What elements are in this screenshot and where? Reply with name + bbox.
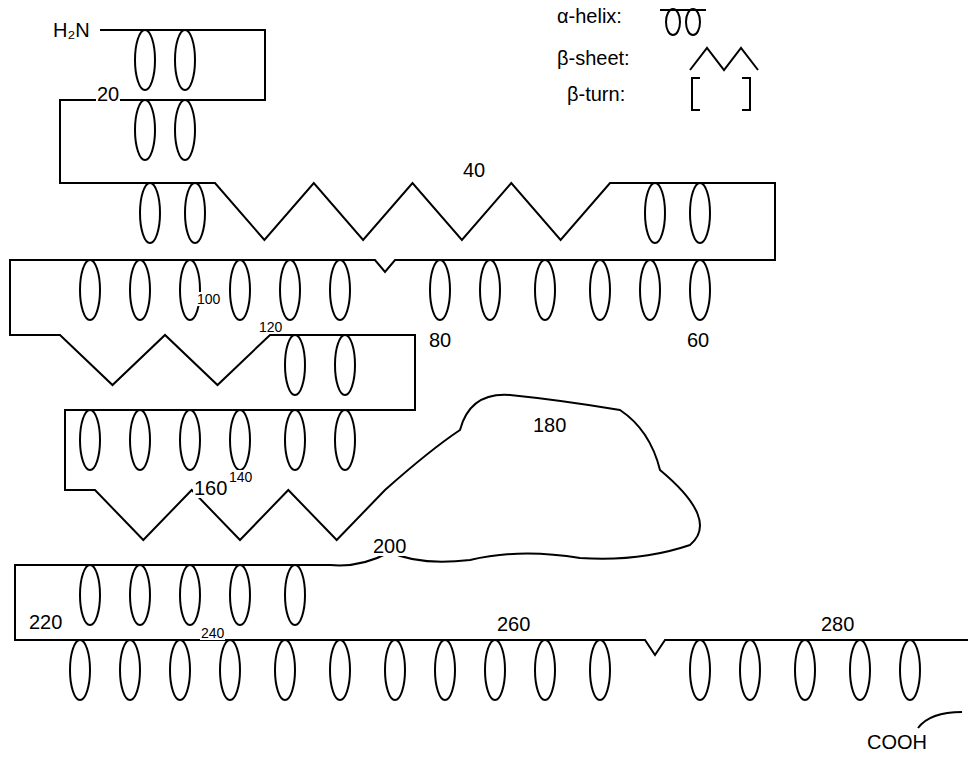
legend-entry: β-turn:	[566, 84, 626, 104]
helix-loop	[590, 260, 610, 320]
residue-number: 280	[820, 614, 855, 634]
helix-loop	[330, 640, 350, 700]
helix-loop	[690, 640, 710, 700]
helix-loop	[135, 30, 155, 90]
helix-loop	[135, 100, 155, 160]
helix-loop	[430, 260, 450, 320]
helix-loop	[740, 640, 760, 700]
helix-loop	[70, 640, 90, 700]
residue-number: 140	[228, 470, 253, 484]
residue-number: 160	[193, 478, 228, 498]
helix-loop	[280, 260, 300, 320]
helix-loop	[180, 260, 200, 320]
helix-loop	[175, 30, 195, 90]
helix-loop	[220, 640, 240, 700]
residue-number: 80	[428, 330, 452, 350]
legend-entry: α-helix:	[556, 6, 623, 26]
residue-number: 40	[462, 160, 486, 180]
helix-loop	[230, 260, 250, 320]
helix-loop	[80, 260, 100, 320]
helix-loop	[175, 100, 195, 160]
legend-entry: β-sheet:	[556, 48, 631, 68]
helix-loop	[285, 565, 305, 625]
helix-loop	[285, 410, 305, 470]
residue-number: 180	[532, 415, 567, 435]
helix-loop	[480, 260, 500, 320]
terminus-label: H₂N	[52, 20, 91, 40]
helix-loop	[850, 640, 870, 700]
terminus-label: COOH	[866, 732, 928, 752]
helix-loop	[230, 410, 250, 470]
residue-number: 100	[196, 292, 221, 306]
helix-loop	[180, 410, 200, 470]
helix-loop	[645, 183, 665, 243]
helix-loop	[900, 640, 920, 700]
helix-loop	[385, 640, 405, 700]
helix-loop	[130, 260, 150, 320]
helix-loop	[230, 565, 250, 625]
helix-loop	[170, 640, 190, 700]
helix-loop	[535, 640, 555, 700]
helix-loop	[795, 640, 815, 700]
helix-loop	[335, 335, 355, 395]
helix-loop	[485, 640, 505, 700]
helix-loop	[690, 183, 710, 243]
residue-number: 260	[496, 614, 531, 634]
helix-loop	[435, 640, 455, 700]
residue-number: 120	[258, 320, 283, 334]
helix-loop	[275, 640, 295, 700]
helix-loop	[130, 565, 150, 625]
helix-loop	[80, 410, 100, 470]
helix-loop	[80, 565, 100, 625]
helix-loop	[330, 260, 350, 320]
c-terminus-tail	[918, 712, 962, 728]
residue-number: 240	[200, 626, 225, 640]
helix-loop	[690, 260, 710, 320]
backbone-chain	[10, 30, 968, 655]
helix-loop	[140, 183, 160, 243]
legend-samples	[660, 9, 758, 110]
helix-loop	[130, 410, 150, 470]
helix-loops	[70, 30, 920, 700]
helix-loop	[120, 640, 140, 700]
residue-number: 20	[96, 84, 120, 104]
helix-loop	[535, 260, 555, 320]
helix-loop	[185, 183, 205, 243]
helix-loop	[285, 335, 305, 395]
helix-loop	[640, 260, 660, 320]
residue-number: 60	[686, 330, 710, 350]
helix-loop	[335, 410, 355, 470]
helix-loop	[590, 640, 610, 700]
helix-loop	[180, 565, 200, 625]
residue-number: 220	[28, 612, 63, 632]
residue-number: 200	[372, 536, 407, 556]
